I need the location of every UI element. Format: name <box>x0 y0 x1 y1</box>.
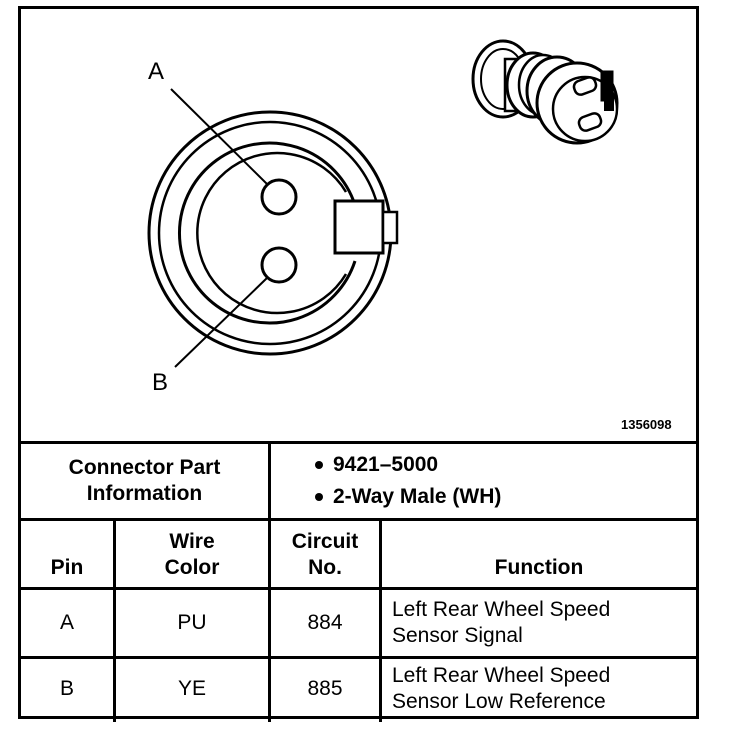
header-circuit-no: Circuit No. <box>291 530 359 579</box>
connector-info-items: 9421–5000 2-Way Male (WH) <box>271 444 696 518</box>
row-a-wire-color: PU <box>177 611 207 634</box>
divider-diagram <box>21 441 696 444</box>
connector-lock-tab-edge <box>381 210 399 245</box>
connector-inner-shell-2 <box>196 151 348 315</box>
divider-col-color <box>268 518 271 722</box>
connector-lock-tab <box>333 199 385 255</box>
row-a-circuit-no: 884 <box>307 611 343 634</box>
divider-info-vertical <box>268 441 271 521</box>
pin-b-callout: B <box>152 369 169 396</box>
connector-info-label: Connector Part Information <box>68 456 221 505</box>
connector-info-item: 9421–5000 <box>315 452 438 478</box>
connector-info-label-cell: Connector Part Information <box>21 444 268 518</box>
row-a-pin: A <box>59 611 74 634</box>
connector-drawing <box>147 39 619 368</box>
divider-info <box>21 518 696 521</box>
divider-header <box>21 587 696 590</box>
divider-row-a <box>21 656 696 659</box>
row-b-circuit-no: 885 <box>307 677 343 700</box>
divider-col-pin <box>113 518 116 722</box>
figure-number: 1356098 <box>621 417 672 432</box>
pin-b-terminal <box>260 246 298 284</box>
connector-perspective-icon <box>471 39 619 145</box>
connector-diagram: A B 1356098 <box>21 9 696 441</box>
row-b-function: Left Rear Wheel Speed Sensor Low Referen… <box>392 664 611 713</box>
header-wire-color: Wire Color <box>164 530 220 579</box>
bullet-icon <box>315 493 323 501</box>
connector-inner-shell <box>178 141 357 325</box>
row-a-function: Left Rear Wheel Speed Sensor Signal <box>392 598 611 647</box>
connector-info-item: 2-Way Male (WH) <box>315 484 501 510</box>
bullet-icon <box>315 461 323 469</box>
pin-a-terminal <box>260 178 298 216</box>
header-pin: Pin <box>50 556 84 579</box>
row-b-pin: B <box>59 677 74 700</box>
pin-b-leader <box>174 276 269 368</box>
divider-col-circuit <box>379 518 382 722</box>
row-b-wire-color: YE <box>177 677 206 700</box>
connector-diagram-frame: A B 1356098 Connector Part Information 9… <box>18 6 699 722</box>
pin-a-leader <box>170 88 269 186</box>
header-function: Function <box>494 556 584 579</box>
pin-a-callout: A <box>148 58 165 85</box>
